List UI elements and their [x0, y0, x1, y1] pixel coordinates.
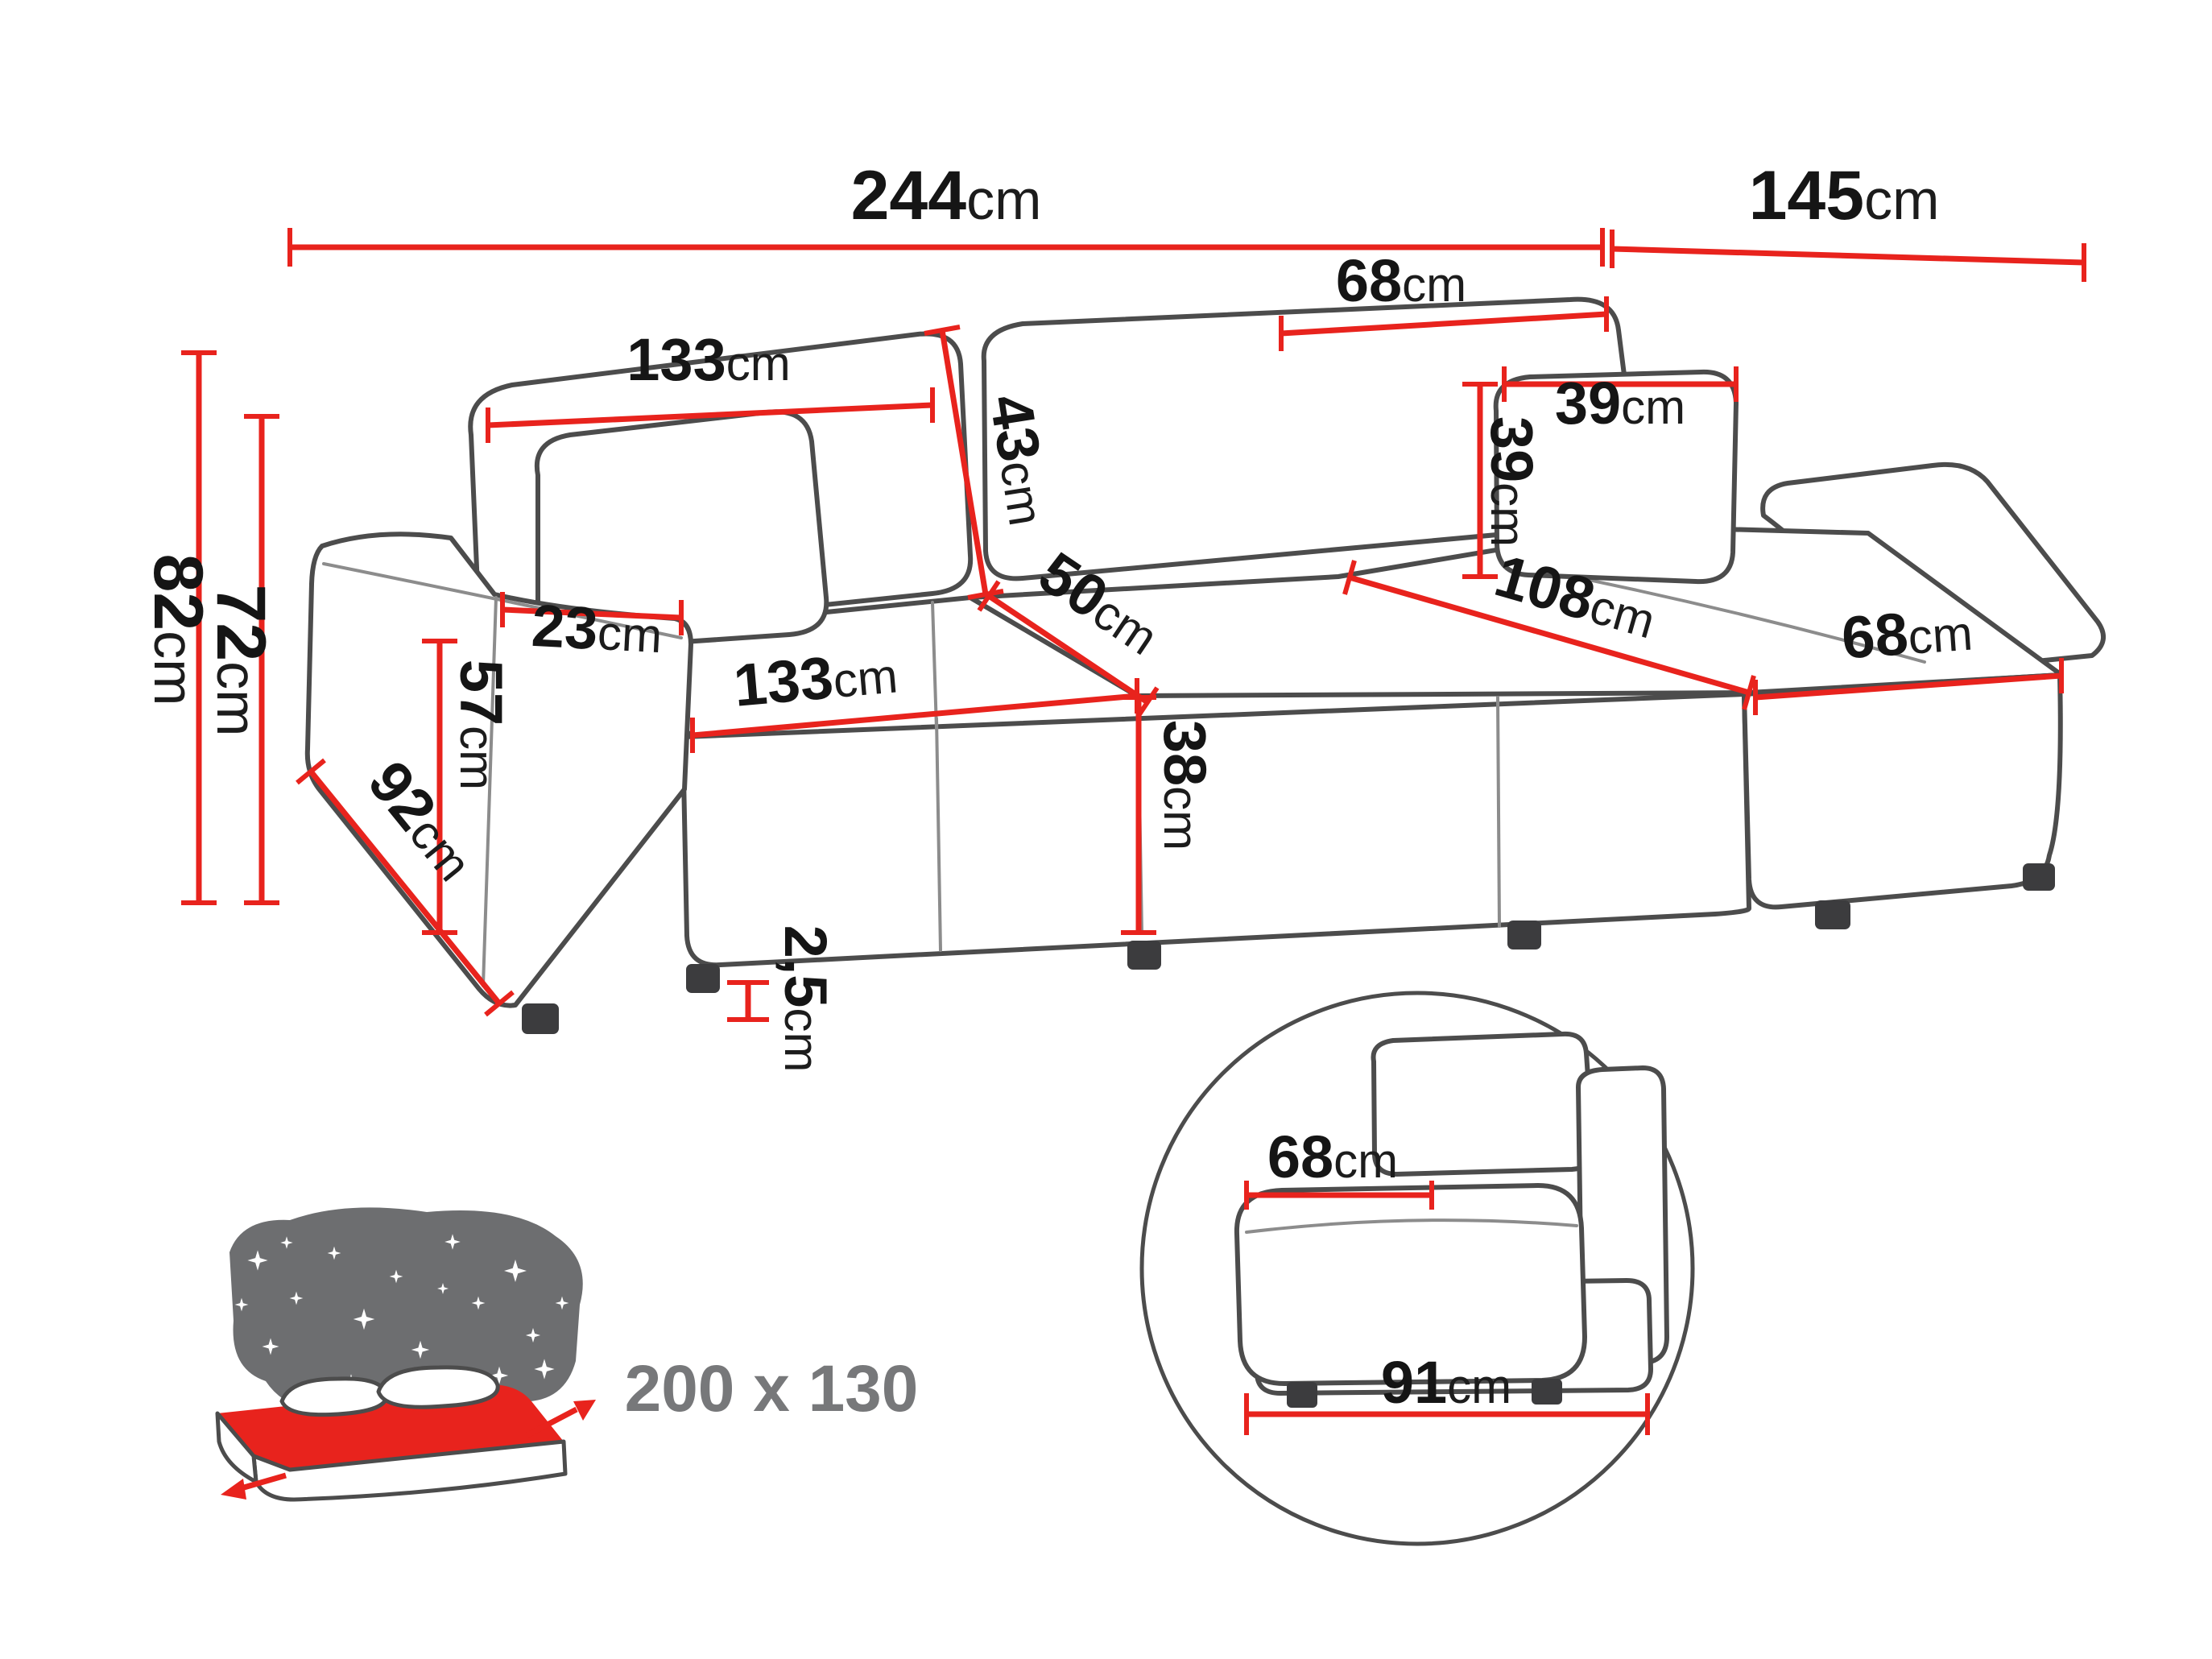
dim-label-armrest-height: 57cm — [448, 660, 515, 790]
detail-armrest-seam — [1245, 1218, 1578, 1234]
sofa-legs — [522, 863, 2055, 1034]
dim-label-seat-height: 38cm — [1151, 720, 1218, 850]
detail-pillow — [1371, 1031, 1596, 1177]
dimension-line-detail-armrest-depth — [1244, 1393, 1650, 1435]
bed-pillow-2 — [376, 1365, 500, 1409]
armrest-top-seam — [322, 562, 683, 639]
dimension-line-cushion-height — [1462, 382, 1498, 579]
armrest-side-seam — [482, 596, 498, 987]
dim-label-cushion-width: 39cm — [1555, 370, 1685, 436]
starry-blanket — [229, 1207, 583, 1421]
dimension-line-armrest-top — [500, 592, 684, 635]
dimension-line-backrest-height — [924, 325, 1004, 600]
dimension-line-back-height — [244, 414, 279, 905]
detail-legs — [1287, 1379, 1562, 1408]
dimension-line-seat-depth — [296, 758, 515, 1017]
dimension-line-overall-height — [181, 350, 217, 905]
dim-label-chaise-front: 68cm — [1839, 596, 1974, 672]
right-cushion — [1493, 369, 1739, 585]
dim-label-detail-armrest-width: 68cm — [1267, 1123, 1398, 1190]
bed-icon — [215, 1207, 596, 1502]
dimension-lines — [181, 228, 2086, 1435]
mattress-side — [251, 1439, 568, 1502]
detail-view — [1139, 991, 1695, 1546]
seat-seam-1 — [935, 717, 942, 952]
dim-label-seat-width: 133cm — [731, 638, 900, 718]
dimension-line-leg-height — [727, 980, 769, 1022]
dim-label-cushion-height: 39cm — [1478, 416, 1545, 547]
dim-label-leg-height: 2,5cm — [772, 925, 839, 1073]
dimension-line-chaise-front — [1753, 658, 2064, 715]
seat-seam-3 — [1496, 696, 1501, 928]
dim-label-backrest-height: 43cm — [978, 390, 1064, 529]
dimension-line-cushion-width — [1502, 366, 1739, 402]
seat-seam-4 — [931, 601, 938, 730]
dim-label-total-depth: 145cm — [1749, 157, 1940, 234]
seat-front-face — [680, 692, 1751, 968]
dimension-line-total-width — [287, 228, 1605, 267]
bed-pillow-1 — [279, 1376, 389, 1417]
dimension-line-detail-armrest-width — [1244, 1181, 1434, 1210]
dimension-line-backrest-width — [486, 387, 935, 443]
sleeping-size-label: 200 x 130 — [625, 1352, 919, 1425]
dimension-line-chaise-length — [1342, 560, 1756, 710]
dimension-line-seat-height — [1121, 695, 1156, 935]
chaise-top — [968, 524, 2064, 698]
dimension-line-total-depth — [1610, 230, 2086, 282]
dimension-line-back-right — [1279, 296, 1609, 351]
sofa-drawing — [304, 296, 2106, 1034]
dim-label-total-width: 244cm — [851, 157, 1042, 234]
dim-label-armrest-top: 23cm — [530, 592, 664, 665]
unfold-arrows — [221, 1400, 596, 1500]
dim-label-backrest-width: 133cm — [626, 326, 790, 393]
chaise-front-face — [1742, 672, 2063, 910]
dim-label-back-right: 68cm — [1336, 247, 1466, 314]
dim-label-detail-armrest-depth: 91cm — [1381, 1349, 1511, 1416]
dim-label-overall-height: 82cm — [139, 554, 217, 706]
dim-label-back-height: 72cm — [202, 585, 279, 737]
